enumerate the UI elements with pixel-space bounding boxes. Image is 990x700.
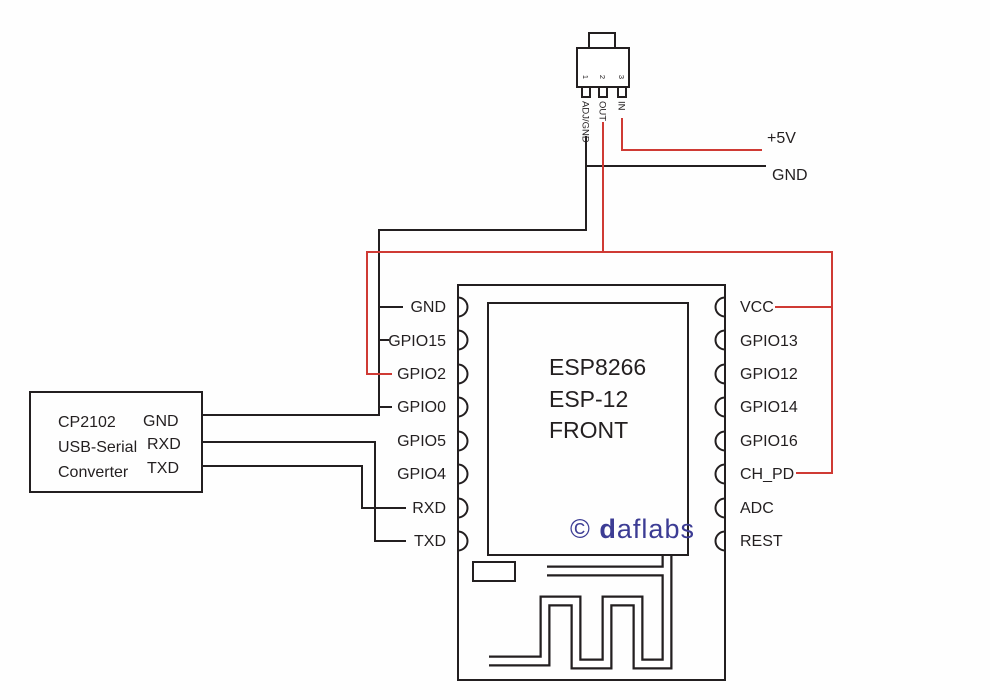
wire-usb-rxd-to-esp-txd xyxy=(202,441,406,542)
regulator-pin-label-adjgnd: ADJ/GND xyxy=(580,101,591,143)
regulator-pin2-stub xyxy=(598,86,608,98)
usb-serial-box xyxy=(29,391,203,493)
antenna-pad-rect xyxy=(472,561,516,582)
esp-pin-label-gpio14: GPIO14 xyxy=(740,399,798,416)
copyright-symbol: © xyxy=(570,514,599,544)
regulator-body xyxy=(576,47,630,88)
wire-out-to-gpio2-vcc-chpd xyxy=(366,251,833,474)
regulator-pin-number: 3 xyxy=(617,75,626,79)
regulator-pin-number: 2 xyxy=(598,75,607,79)
logo-rest: aflabs xyxy=(617,514,695,544)
red-wire-net xyxy=(366,118,833,474)
esp-pad xyxy=(714,296,726,318)
esp-shield-outline xyxy=(487,302,689,556)
esp-pin-label-gpio12: GPIO12 xyxy=(740,366,798,383)
esp-left-pads xyxy=(457,296,469,552)
wire-regulator-gnd-to-usb-gnd xyxy=(202,136,587,416)
esp-pin-label-gpio4: GPIO4 xyxy=(397,466,446,483)
esp-module-outline xyxy=(457,284,726,681)
esp-pin-label-txd: TXD xyxy=(414,533,446,550)
esp-pad xyxy=(714,396,726,418)
usb-pin-label-gnd: GND xyxy=(143,413,179,430)
esp-pad xyxy=(457,463,469,485)
esp-pin-label-rest: REST xyxy=(740,533,783,550)
logo-first-letter: d xyxy=(599,514,617,544)
esp-pad xyxy=(457,363,469,385)
esp-pin-label-chpd: CH_PD xyxy=(740,466,794,483)
esp-pin-label-vcc: VCC xyxy=(740,299,774,316)
wire-regulator-in-to-5v xyxy=(621,118,762,151)
esp-pad xyxy=(714,329,726,351)
power-label-gnd: GND xyxy=(772,167,808,184)
esp-module xyxy=(457,284,726,681)
esp-pad xyxy=(457,497,469,519)
esp-pad xyxy=(457,430,469,452)
usb-serial-title-line3: Converter xyxy=(58,464,129,481)
regulator-pin-number: 1 xyxy=(581,75,590,79)
voltage-regulator xyxy=(576,32,630,98)
usb-serial-title-line2: USB-Serial xyxy=(58,439,137,456)
esp-title-line2: ESP-12 xyxy=(549,386,628,412)
black-wire-net xyxy=(202,136,766,542)
esp-pad xyxy=(714,430,726,452)
esp-title-line3: FRONT xyxy=(549,417,628,443)
usb-pin-label-txd: TXD xyxy=(147,460,179,477)
esp-pin-label-gpio5: GPIO5 xyxy=(397,433,446,450)
esp-right-pads xyxy=(714,296,726,552)
esp-pin-label-adc: ADC xyxy=(740,500,774,517)
esp-pad xyxy=(714,497,726,519)
esp-pin-label-gpio16: GPIO16 xyxy=(740,433,798,450)
daflabs-logo: © daflabs xyxy=(570,514,695,544)
esp-pad xyxy=(714,530,726,552)
usb-pin-label-rxd: RXD xyxy=(147,436,181,453)
wire-usb-txd-to-esp-rxd xyxy=(202,465,406,509)
esp-pad xyxy=(457,396,469,418)
regulator-pin-label-in: IN xyxy=(616,101,627,111)
regulator-pin1-stub xyxy=(581,86,591,98)
esp-pad xyxy=(457,329,469,351)
esp-pin-label-gpio13: GPIO13 xyxy=(740,333,798,350)
regulator-pin3-stub xyxy=(617,86,627,98)
esp-pad xyxy=(714,363,726,385)
pcb-antenna-trace xyxy=(489,556,673,670)
regulator-pin-label-out: OUT xyxy=(597,101,608,121)
esp-pin-label-gpio15: GPIO15 xyxy=(388,333,446,350)
diagram-text: 1 2 3 ADJ/GND OUT IN +5V GND CP2102 USB-… xyxy=(58,75,808,550)
esp-pin-label-gnd: GND xyxy=(410,299,446,316)
regulator-tab xyxy=(588,32,616,49)
esp-pad xyxy=(714,463,726,485)
esp-title-line1: ESP8266 xyxy=(549,354,646,380)
esp-pin-label-gpio2: GPIO2 xyxy=(397,366,446,383)
antenna-meander-core xyxy=(489,556,671,668)
esp-pad xyxy=(457,530,469,552)
esp-pin-label-rxd: RXD xyxy=(412,500,446,517)
usb-serial-title-line1: CP2102 xyxy=(58,414,116,431)
power-label-5v: +5V xyxy=(767,130,796,147)
esp-pin-label-gpio0: GPIO0 xyxy=(397,399,446,416)
esp-pad xyxy=(457,296,469,318)
